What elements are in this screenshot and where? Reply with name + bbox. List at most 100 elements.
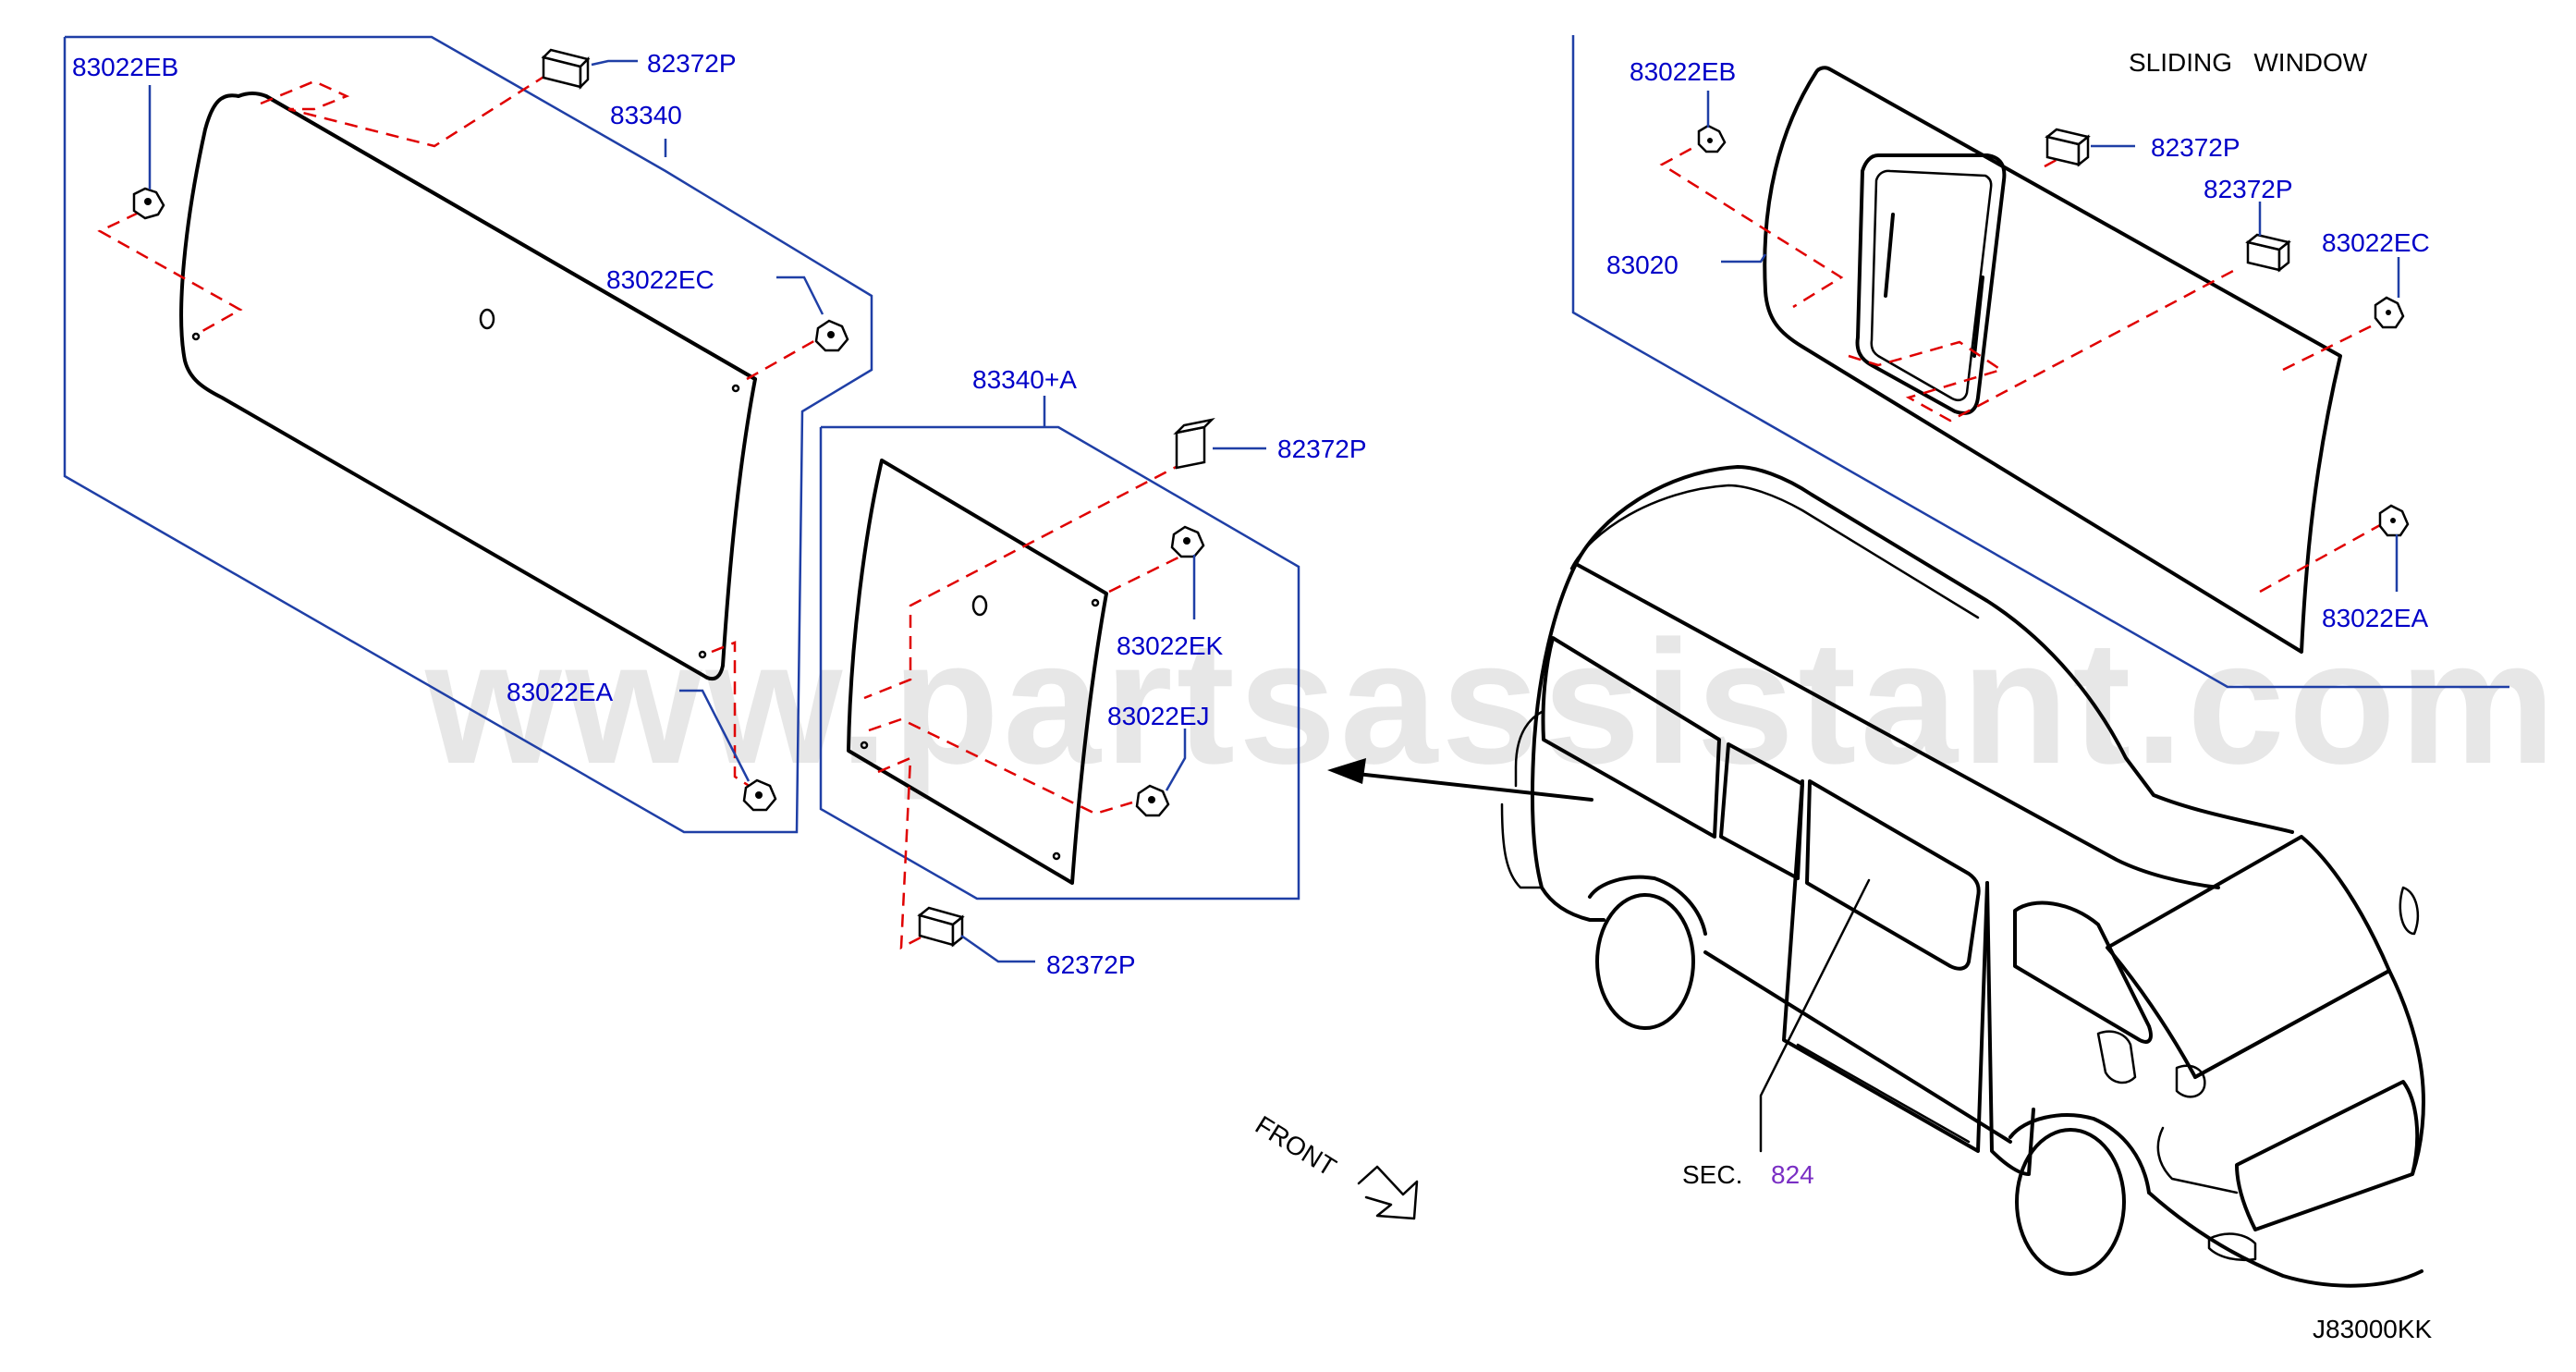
van-sill — [1703, 950, 2012, 1144]
right-block2-82372p — [2245, 233, 2291, 273]
left-block-82372p — [541, 48, 591, 91]
middle-glass-hole — [971, 594, 988, 617]
middle-clip-ek — [1170, 525, 1205, 558]
van-rear-bumper — [1500, 802, 1544, 889]
left-clip-eb — [132, 187, 165, 220]
label-mid-part: 83340+A — [972, 365, 1077, 394]
van-front-door — [1985, 881, 2035, 1176]
leader-right-part — [1721, 253, 1767, 263]
van-rear — [1531, 562, 1605, 922]
label-right-ec: 83022EC — [2322, 228, 2430, 257]
leader-left-ea — [679, 689, 751, 782]
right-window-group: SLIDING WINDOW 83022EB 83020 82372P 8237… — [1571, 35, 2509, 689]
watermark: www.partsassistant.com — [424, 605, 2559, 801]
van-illustration — [1327, 465, 2425, 1288]
right-dash-ec — [2282, 320, 2381, 372]
label-right-p2: 82372P — [2204, 175, 2293, 203]
van-rear-wheel — [1595, 893, 1695, 1030]
diagram-code: J83000KK — [2313, 1315, 2433, 1343]
right-dash-sliding — [1848, 268, 2236, 423]
label-left-ec: 83022EC — [606, 265, 714, 294]
middle-group-outline — [819, 425, 1300, 900]
van-roof — [1574, 465, 2294, 834]
sliding-handle-right — [1972, 276, 1984, 358]
van-middle-window — [1719, 742, 1804, 880]
left-group-outline — [63, 35, 873, 834]
left-clip-ec — [814, 319, 849, 352]
left-glass-pin-b — [731, 384, 740, 393]
leader-left-ec — [776, 276, 824, 315]
van-front-bumper-low — [2147, 1191, 2423, 1288]
label-right-eb: 83022EB — [1630, 57, 1736, 86]
front-label: FRONT — [1251, 1110, 1341, 1182]
left-window-glass — [179, 92, 757, 681]
label-right-title: SLIDING WINDOW — [2129, 48, 2368, 77]
van-rear-light — [1514, 710, 1544, 788]
left-dash-bottom — [711, 641, 757, 792]
van-sliding-door — [1782, 779, 1989, 1153]
label-left-eb: 83022EB — [72, 53, 178, 81]
leader-left-p — [591, 59, 638, 67]
label-left-p: 82372P — [647, 49, 737, 78]
left-glass-pin-a — [191, 332, 201, 341]
label-mid-ej: 83022EJ — [1107, 702, 1210, 730]
van-rear-side-window — [1541, 636, 1721, 839]
right-dash-top-left — [1659, 137, 1844, 309]
label-left-part: 83340 — [610, 101, 682, 129]
sliding-frame-inner — [1870, 169, 1993, 401]
van-headlight — [2156, 1126, 2239, 1194]
van-beltline — [1574, 562, 2220, 889]
van-fog-light — [2207, 1232, 2257, 1262]
middle-block-top-82372p — [1173, 417, 1215, 470]
middle-glass-pin-c — [1052, 851, 1061, 861]
label-right-part: 83020 — [1606, 251, 1679, 279]
middle-window-group: 83340+A 82372P 83022EK 83022EJ 82372P — [819, 365, 1367, 979]
left-glass-pin-c — [698, 650, 707, 659]
middle-glass-pin-b — [860, 741, 869, 750]
left-glass-top-edge — [264, 94, 757, 381]
sec-leader-line — [1759, 878, 1871, 1153]
left-glass-hole — [479, 308, 495, 330]
van-front-arch — [2008, 1113, 2151, 1194]
van-mirror — [2096, 1030, 2137, 1084]
middle-dash-lower — [877, 756, 925, 950]
sliding-frame-outer — [1855, 153, 2007, 415]
van-grille — [2235, 1080, 2420, 1231]
middle-clip-ej — [1135, 784, 1170, 817]
right-clip-ec — [2374, 296, 2405, 329]
right-clip-ea — [2378, 504, 2410, 537]
van-front-mirror — [2175, 1064, 2206, 1098]
right-clip-eb — [1697, 124, 1727, 153]
van-front-wheel — [2015, 1128, 2126, 1276]
label-left-ea: 83022EA — [507, 678, 614, 706]
left-window-group: 83022EB 82372P 83340 83022EC 83022EA — [63, 35, 873, 834]
middle-window-glass — [847, 459, 1108, 885]
right-group-outline — [1571, 35, 2509, 689]
van-right-mirror — [2399, 886, 2419, 936]
label-right-ea: 83022EA — [2322, 604, 2429, 632]
label-mid-ek: 83022EK — [1117, 631, 1224, 660]
van-roof-rail — [1569, 484, 1980, 619]
van-arrow-head — [1327, 758, 1366, 784]
van-front-window — [2013, 900, 2153, 1044]
van-hood — [2193, 969, 2425, 1176]
sec-prefix-label: SEC. — [1682, 1160, 1742, 1189]
left-dash-left — [97, 211, 243, 337]
right-dash-ea — [2259, 523, 2381, 594]
left-dash-right — [746, 329, 833, 381]
right-block1-82372p — [2045, 128, 2091, 167]
van-door-rail — [1796, 1043, 1971, 1144]
left-clip-ea — [742, 778, 777, 812]
middle-glass-pin-a — [1091, 598, 1100, 607]
left-dash-top — [260, 70, 555, 148]
sliding-handle-left — [1884, 213, 1895, 298]
right-window-glass — [1763, 66, 2342, 654]
front-arrow-icon — [1357, 1165, 1419, 1220]
van-arrow-line — [1338, 770, 1593, 802]
leader-mid-p-bottom — [960, 934, 1035, 963]
middle-dash-right — [1108, 551, 1189, 594]
sec-number-link[interactable]: 824 — [1771, 1160, 1814, 1189]
label-right-p1: 82372P — [2151, 133, 2240, 162]
middle-block-bottom-82372p — [917, 906, 965, 948]
